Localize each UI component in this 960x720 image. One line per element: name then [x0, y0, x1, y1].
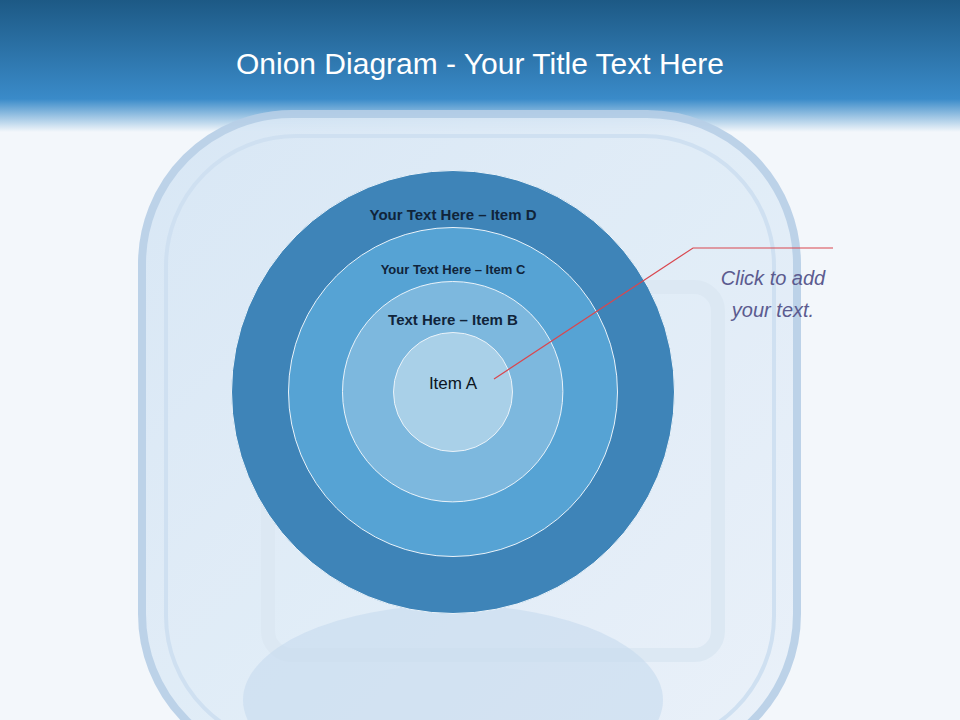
- callout-note: Click to add your text.: [700, 262, 846, 326]
- onion-ring: Item A: [393, 332, 513, 452]
- onion-ring: Your Text Here – Item C Text Here – Item …: [288, 227, 618, 557]
- ring-label: Your Text Here – Item D: [370, 206, 537, 223]
- onion-ring: Your Text Here – Item D Your Text Here – …: [231, 170, 675, 614]
- slide-title: Onion Diagram - Your Title Text Here: [0, 47, 960, 81]
- onion-ring: Text Here – Item B Item A: [342, 281, 563, 502]
- ring-label: Text Here – Item B: [388, 311, 518, 328]
- ring-label: Item A: [429, 374, 477, 394]
- ring-label: Your Text Here – Item C: [381, 262, 526, 277]
